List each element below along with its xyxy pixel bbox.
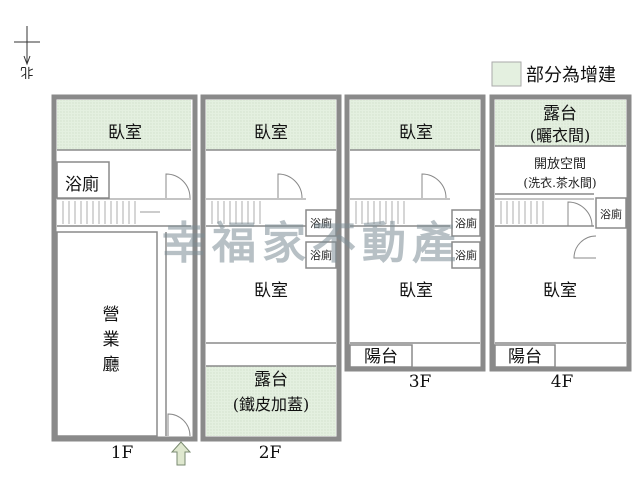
- terrace-4f-label: 露台: [543, 104, 577, 124]
- hall-1f-label-2: 業: [103, 330, 120, 350]
- door-1f-entry: [167, 413, 191, 437]
- bedroom-2f-top-label: 臥室: [254, 123, 288, 143]
- floor-1f: [51, 94, 198, 442]
- bedroom-3f-label: 臥室: [399, 281, 433, 301]
- bath-2f-a-label: 浴廁: [310, 216, 332, 230]
- bath-2f-a: [305, 209, 337, 237]
- door-1f-upper: [165, 173, 191, 199]
- floor-2f-label: 2F: [259, 443, 282, 463]
- bath-4f: [595, 197, 627, 229]
- bath-2f-b-label: 浴廁: [310, 248, 332, 262]
- bedroom-1f-label: 臥室: [108, 123, 142, 143]
- compass-label: 北: [20, 64, 33, 79]
- balcony-4f: [494, 344, 556, 368]
- floor-3f: [344, 94, 486, 372]
- bedroom-4f-label: 臥室: [543, 281, 577, 301]
- bath-3f-b: [451, 241, 481, 269]
- terrace-2f: [206, 366, 336, 436]
- hall-1f-label-1: 營: [103, 305, 120, 325]
- balcony-3f: [349, 344, 413, 368]
- watermark: 幸福家不動產: [162, 218, 462, 269]
- balcony-3f-label: 陽台: [364, 347, 398, 367]
- open-space-4f-note: (洗衣.茶水間): [523, 175, 596, 190]
- floor-1f-label: 1F: [111, 443, 134, 463]
- bath-3f-a: [451, 209, 481, 237]
- legend-swatch: [491, 61, 522, 87]
- bath-3f-a-label: 浴廁: [455, 216, 477, 230]
- hall-1f-label-3: 廳: [103, 355, 120, 375]
- bath-1f-label: 浴廁: [65, 174, 99, 195]
- bath-1f: [56, 161, 110, 199]
- north-arrow-icon: [14, 26, 40, 66]
- bath-4f-label: 浴廁: [600, 207, 622, 221]
- balcony-4f-label: 陽台: [508, 347, 542, 367]
- legend-label: 部分為增建: [526, 65, 616, 86]
- staircase-1f: [57, 198, 191, 227]
- terrace-2f-label: 露台: [254, 370, 288, 390]
- terrace-2f-note: (鐵皮加蓋): [233, 395, 310, 414]
- floor-3f-label: 3F: [409, 372, 432, 392]
- floor-4f-label: 4F: [551, 372, 574, 392]
- entrance-arrow-icon: [170, 441, 192, 466]
- bath-3f-b-label: 浴廁: [455, 248, 477, 262]
- hall-1f: [56, 231, 158, 437]
- floor-4f: [489, 94, 632, 372]
- bedroom-3f-top: [350, 100, 480, 150]
- terrace-4f-note: (曬衣間): [530, 126, 591, 145]
- open-space-4f-label: 開放空間: [534, 157, 586, 172]
- bedroom-2f-label: 臥室: [254, 281, 288, 301]
- terrace-4f: [495, 100, 626, 146]
- bath-2f-b: [305, 241, 337, 269]
- bedroom-3f-top-label: 臥室: [399, 123, 433, 143]
- bedroom-1f: [57, 100, 191, 150]
- floor-2f: [200, 94, 342, 442]
- bedroom-2f-top: [206, 100, 336, 150]
